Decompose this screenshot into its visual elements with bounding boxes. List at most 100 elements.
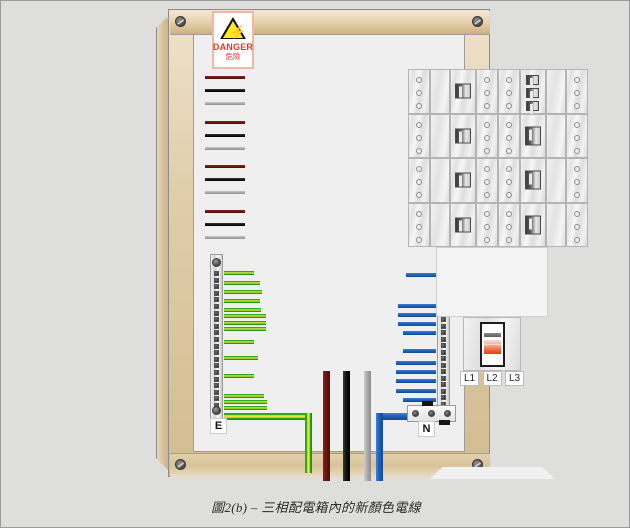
earth-terminal-bar xyxy=(210,254,223,419)
mcb-row xyxy=(408,69,588,115)
bar-terminal-cell xyxy=(214,350,219,356)
bar-terminal-cell xyxy=(441,336,446,342)
mcb-toggle-left[interactable] xyxy=(450,69,476,114)
terminal-dot xyxy=(574,103,580,109)
bar-terminal-cell xyxy=(441,356,446,361)
neutral-wire xyxy=(403,398,436,402)
mcb-toggle-right[interactable] xyxy=(520,158,546,203)
neutral-wire xyxy=(396,389,436,393)
earth-wire xyxy=(224,374,254,378)
bar-terminal-cell xyxy=(214,370,219,375)
mcb-body xyxy=(546,113,566,158)
mcb-terminal-column xyxy=(498,69,520,114)
terminal-dot xyxy=(416,134,422,141)
danger-sign-backplate xyxy=(436,247,548,317)
mcb-toggle-left[interactable] xyxy=(450,113,476,158)
mcb-toggle-left[interactable] xyxy=(450,158,476,203)
terminal-dot xyxy=(506,166,512,172)
terminal-dot xyxy=(416,103,422,109)
bar-terminal-cell xyxy=(441,375,446,381)
toggle-switch-icon xyxy=(525,215,541,235)
bar-mounting-screw xyxy=(212,406,221,415)
bar-terminal-cell xyxy=(214,310,219,316)
terminal-dot xyxy=(484,134,490,141)
branch-wire-black xyxy=(205,133,245,137)
mcb-toggle-right[interactable] xyxy=(520,113,546,158)
branch-wire-grey xyxy=(205,146,245,150)
mcb-terminal-column xyxy=(476,113,498,158)
bar-terminal-cell xyxy=(214,290,219,296)
mcb-terminal-column xyxy=(476,158,498,203)
main-isolator-switch[interactable] xyxy=(480,322,505,367)
mcb-terminal-column xyxy=(476,69,498,114)
bar-terminal-cell xyxy=(441,330,446,335)
terminal-dot xyxy=(416,121,422,128)
phase-label-l2: L2 xyxy=(482,371,502,386)
earth-cable-vertical xyxy=(305,413,312,473)
terminal-dot xyxy=(484,223,490,230)
bar-terminal-cell xyxy=(441,395,446,400)
neutral-wire xyxy=(403,331,436,335)
neutral-bridge-bar xyxy=(422,401,433,406)
neutral-wire xyxy=(398,322,436,326)
terminal-dot xyxy=(506,147,512,154)
screw-icon xyxy=(175,459,186,470)
bar-terminal-cell xyxy=(441,369,446,374)
earth-wire xyxy=(224,299,260,303)
terminal-dot xyxy=(484,147,490,154)
terminal-dot xyxy=(506,77,512,83)
mcb-terminal-column xyxy=(476,202,498,247)
mcb-toggle-right[interactable] xyxy=(520,69,546,115)
distribution-board-enclosure: ⚡ DANGER 危險 L1 L2 L3 E xyxy=(155,9,588,481)
bar-terminal-cell xyxy=(441,388,446,394)
l3-cable xyxy=(364,371,371,481)
toggle-switch-icon xyxy=(526,88,539,102)
mcb-row xyxy=(408,158,588,203)
terminal-dot xyxy=(574,192,580,198)
earth-wire xyxy=(224,340,254,344)
bar-terminal-cell xyxy=(214,337,219,342)
terminal-dot xyxy=(416,236,422,243)
terminal-dot xyxy=(574,134,580,141)
danger-warning-label: ⚡ DANGER 危險 xyxy=(212,11,254,69)
mcb-body xyxy=(546,69,566,114)
warning-triangle-icon: ⚡ xyxy=(220,17,246,39)
terminal-dot xyxy=(574,210,580,217)
neutral-wire xyxy=(396,379,436,383)
l2-cable xyxy=(343,371,350,481)
mcb-terminal-column xyxy=(408,69,430,114)
terminal-dot xyxy=(506,179,512,185)
enclosure-cable-entry-cutout xyxy=(430,467,555,479)
neutral-wire xyxy=(398,304,436,308)
branch-wire-brown xyxy=(205,165,245,168)
mcb-body xyxy=(430,202,450,247)
earth-wire xyxy=(224,406,267,410)
terminal-dot xyxy=(416,223,422,230)
mcb-terminal-column xyxy=(566,69,588,114)
mcb-toggle-left[interactable] xyxy=(450,202,476,247)
bar-terminal-cell xyxy=(441,343,446,348)
screw-icon xyxy=(175,16,186,27)
earth-bar-label: E xyxy=(210,418,227,434)
phase-label-group: L1 L2 L3 xyxy=(460,371,524,386)
terminal-dot xyxy=(574,77,580,83)
mcb-terminal-column xyxy=(566,158,588,203)
neutral-wire xyxy=(406,273,436,277)
neutral-bar-label: N xyxy=(418,421,435,437)
danger-subtitle: 危險 xyxy=(225,52,241,61)
neutral-cable-vertical xyxy=(376,413,383,481)
branch-wire-brown xyxy=(205,76,245,79)
terminal-dot xyxy=(574,236,580,243)
earth-wire xyxy=(224,308,261,312)
toggle-switch-icon xyxy=(525,170,541,190)
terminal-dot xyxy=(484,90,490,96)
branch-wire-brown xyxy=(205,209,245,213)
earth-wire xyxy=(224,314,266,318)
mcb-toggle-right[interactable] xyxy=(520,202,546,247)
branch-wire-grey xyxy=(205,235,245,239)
earth-wire xyxy=(224,356,258,360)
neutral-bridge-bar xyxy=(439,420,450,425)
bar-terminal-cell xyxy=(214,271,219,276)
mcb-breaker-grid xyxy=(408,69,588,247)
branch-wire-brown xyxy=(205,120,245,124)
